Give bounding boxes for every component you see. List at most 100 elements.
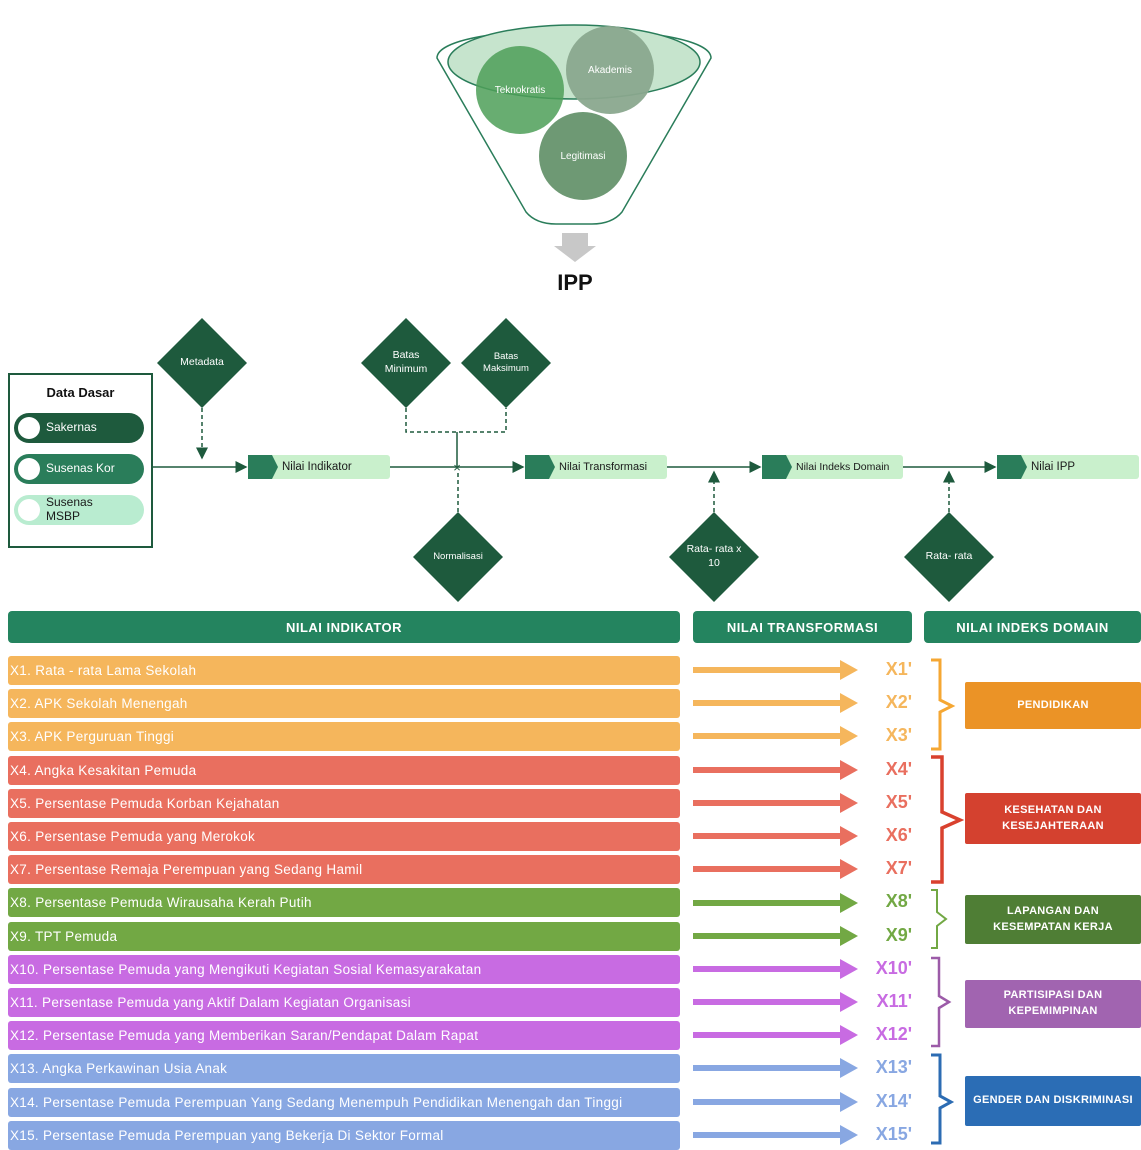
circle-icon [18, 458, 40, 480]
arrow-head-x7 [840, 859, 858, 879]
stage-nilai-ipp: Nilai IPP [997, 455, 1139, 479]
diamond-batas-maksimum [461, 318, 551, 408]
arrow-head-x13 [840, 1058, 858, 1078]
domain-kesehatan: KESEHATAN DAN KESEJAHTERAAN [965, 793, 1141, 844]
arrow-head-x3 [840, 726, 858, 746]
domain-gender: GENDER DAN DISKRIMINASI [965, 1076, 1141, 1126]
source-susenas-kor: Susenas Kor [14, 454, 144, 484]
tag-arrow-icon [248, 455, 278, 479]
stage-nilai-indikator-label: Nilai Indikator [282, 461, 352, 473]
source-susenas-kor-label: Susenas Kor [46, 461, 115, 476]
arrow-head-x5 [840, 793, 858, 813]
funnel-graphic [436, 24, 712, 262]
stage-nilai-transformasi-label: Nilai Transformasi [559, 461, 648, 473]
diamond-batas-minimum [361, 318, 451, 408]
arrow-head-x9 [840, 926, 858, 946]
diamond-rata-label: Rata- rata [925, 550, 973, 563]
indicator-row-11: X11. Persentase Pemuda yang Aktif Dalam … [8, 988, 680, 1017]
stage-nilai-transformasi: Nilai Transformasi [525, 455, 667, 479]
tag-arrow-icon [525, 455, 555, 479]
arrow-head-x11 [840, 992, 858, 1012]
header-nilai-indikator: NILAI INDIKATOR [8, 611, 680, 643]
diamond-metadata [157, 318, 247, 408]
arrow-head-x14 [840, 1092, 858, 1112]
x-label-9: X9' [885, 925, 912, 945]
cross-icon: × [453, 460, 461, 475]
arrow-head-x1 [840, 660, 858, 680]
bracket-pendidikan [931, 658, 956, 751]
x-label-14: X14' [875, 1091, 912, 1111]
circle-icon [18, 499, 40, 521]
circle-legitimasi [539, 112, 627, 200]
indicator-row-14: X14. Persentase Pemuda Perempuan Yang Se… [8, 1088, 680, 1117]
down-arrow-icon [554, 233, 596, 262]
domain-kesehatan-line2: KESEJAHTERAAN [1002, 819, 1104, 832]
arrow-head-x4 [840, 760, 858, 780]
dashed-line-batas [405, 408, 507, 433]
indicator-row-8: X8. Persentase Pemuda Wirausaha Kerah Pu… [8, 888, 680, 917]
diamond-normalisasi-label: Normalisasi [433, 550, 483, 562]
domain-lapangan-line1: LAPANGAN DAN [1006, 904, 1099, 917]
indicator-row-13: X13. Angka Perkawinan Usia Anak [8, 1054, 680, 1083]
arrow-head-x2 [840, 693, 858, 713]
indicator-row-4: X4. Angka Kesakitan Pemuda [8, 756, 680, 785]
arrow-head-x6 [840, 826, 858, 846]
indicator-row-5: X5. Persentase Pemuda Korban Kejahatan [8, 789, 680, 818]
circle-icon [18, 417, 40, 439]
diamond-rata-x10 [669, 512, 759, 602]
indicator-row-7: X7. Persentase Remaja Perempuan yang Sed… [8, 855, 680, 884]
x-label-13: X13' [875, 1057, 912, 1077]
arrow-head-x12 [840, 1025, 858, 1045]
x-label-8: X8' [885, 891, 912, 911]
diamond-batas-maksimum-label: Batas Maksimum [483, 350, 529, 374]
stage-nilai-indeks-domain-label: Nilai Indeks Domain [796, 461, 890, 473]
source-sakernas-label: Sakernas [46, 420, 97, 435]
bracket-partisipasi [931, 956, 952, 1048]
tag-arrow-icon [762, 455, 792, 479]
tag-arrow-icon [997, 455, 1027, 479]
source-susenas-msbp: Susenas MSBP [14, 495, 144, 525]
indicator-row-9: X9. TPT Pemuda [8, 922, 680, 951]
diamond-metadata-label: Metadata [180, 356, 224, 369]
indicator-row-1: X1. Rata - rata Lama Sekolah [8, 656, 680, 685]
circle-akademis [566, 26, 654, 114]
indicator-row-12: X12. Persentase Pemuda yang Memberikan S… [8, 1021, 680, 1050]
stage-nilai-indikator: Nilai Indikator [248, 455, 390, 479]
diamond-batas-minimum-label: Batas Minimum [384, 349, 428, 375]
diamond-rata [904, 512, 994, 602]
domain-gender-line1: GENDER DAN DISKRIMINASI [973, 1094, 1133, 1107]
diamond-normalisasi [413, 512, 503, 602]
x-label-6: X6' [885, 825, 912, 845]
data-dasar-box: Data Dasar Sakernas Susenas Kor Susenas … [8, 373, 153, 548]
circle-teknokratis [476, 46, 564, 134]
x-label-11: X11' [876, 991, 912, 1011]
domain-partisipasi-line1: PARTISIPASI DAN [1003, 989, 1103, 1002]
bracket-kesehatan [931, 755, 965, 884]
circle-akademis-label: Akademis [588, 64, 632, 76]
x-label-5: X5' [885, 792, 912, 812]
diamond-rata-x10-label: Rata- rata x 10 [686, 543, 742, 569]
arrow-head-x15 [840, 1125, 858, 1145]
x-label-7: X7' [885, 858, 912, 878]
bracket-gender [931, 1053, 955, 1145]
x-label-3: X3' [885, 725, 912, 745]
domain-pendidikan-line1: PENDIDIKAN [1017, 698, 1089, 711]
domain-lapangan-line2: KESEMPATAN KERJA [993, 920, 1113, 933]
x-label-1: X1' [885, 659, 912, 679]
domain-pendidikan: PENDIDIKAN [965, 682, 1141, 729]
x-label-12: X12' [875, 1024, 912, 1044]
header-nilai-transformasi: NILAI TRANSFORMASI [693, 611, 912, 643]
flow-diagram: × [152, 318, 997, 602]
indicator-row-3: X3. APK Perguruan Tinggi [8, 722, 680, 751]
arrow-head-x8 [840, 893, 858, 913]
indicator-row-10: X10. Persentase Pemuda yang Mengikuti Ke… [8, 955, 680, 984]
x-label-4: X4' [885, 759, 912, 779]
header-nilai-indeks-domain: NILAI INDEKS DOMAIN [924, 611, 1141, 643]
bracket-lapangan [931, 889, 948, 949]
stage-nilai-ipp-label: Nilai IPP [1031, 461, 1076, 473]
domain-kesehatan-line1: KESEHATAN DAN [1004, 803, 1102, 816]
indicator-row-6: X6. Persentase Pemuda yang Merokok [8, 822, 680, 851]
ipp-title: IPP [557, 270, 593, 295]
